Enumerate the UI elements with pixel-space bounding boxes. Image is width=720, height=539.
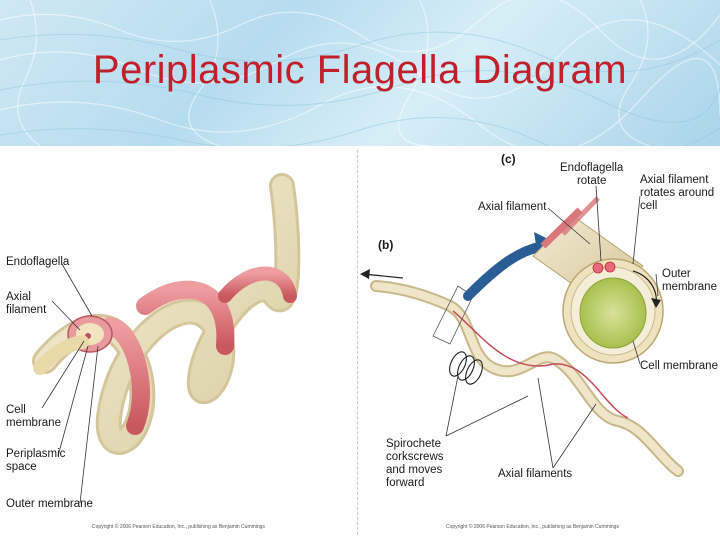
- panel-divider: [357, 150, 358, 535]
- label-axial-filament-right: Axial filament: [478, 201, 547, 213]
- left-panel: Endoflagella Axial filament Cell membran…: [0, 146, 357, 539]
- label-outer-membrane-right: Outer membrane: [662, 268, 717, 293]
- label-outer-membrane-left: Outer membrane: [6, 498, 93, 510]
- label-axial-filaments: Axial filaments: [498, 468, 573, 480]
- label-periplasmic-space: Periplasmic space: [6, 448, 66, 473]
- title-banner: Periplasmic Flagella Diagram: [0, 0, 720, 146]
- label-endoflagella: Endoflagella: [6, 256, 70, 268]
- label-axial-filament-left: Axial filament: [6, 291, 47, 316]
- label-cell-membrane-right: Cell membrane: [640, 360, 718, 372]
- label-endoflagella-rotate: Endoflagella rotate: [560, 162, 624, 187]
- panel-b-tag: (b): [378, 238, 394, 252]
- right-panel: (c) (b) Endoflagella rotate Axial filame…: [358, 146, 720, 539]
- spirochete-illustration: [32, 173, 301, 504]
- page-title: Periplasmic Flagella Diagram: [92, 48, 628, 92]
- label-spirochete: Spirochete corkscrews and moves forward: [386, 438, 444, 489]
- label-cell-membrane-left: Cell membrane: [6, 404, 61, 429]
- copyright-left: Copyright © 2006 Pearson Education, Inc.…: [92, 524, 265, 530]
- copyright-right: Copyright © 2006 Pearson Education, Inc.…: [446, 524, 619, 530]
- label-axial-filament-rotates: Axial filament rotates around cell: [640, 174, 715, 212]
- banner-texture: [0, 0, 720, 146]
- cross-section-illustration: [360, 185, 684, 477]
- panel-c-tag: (c): [501, 152, 516, 166]
